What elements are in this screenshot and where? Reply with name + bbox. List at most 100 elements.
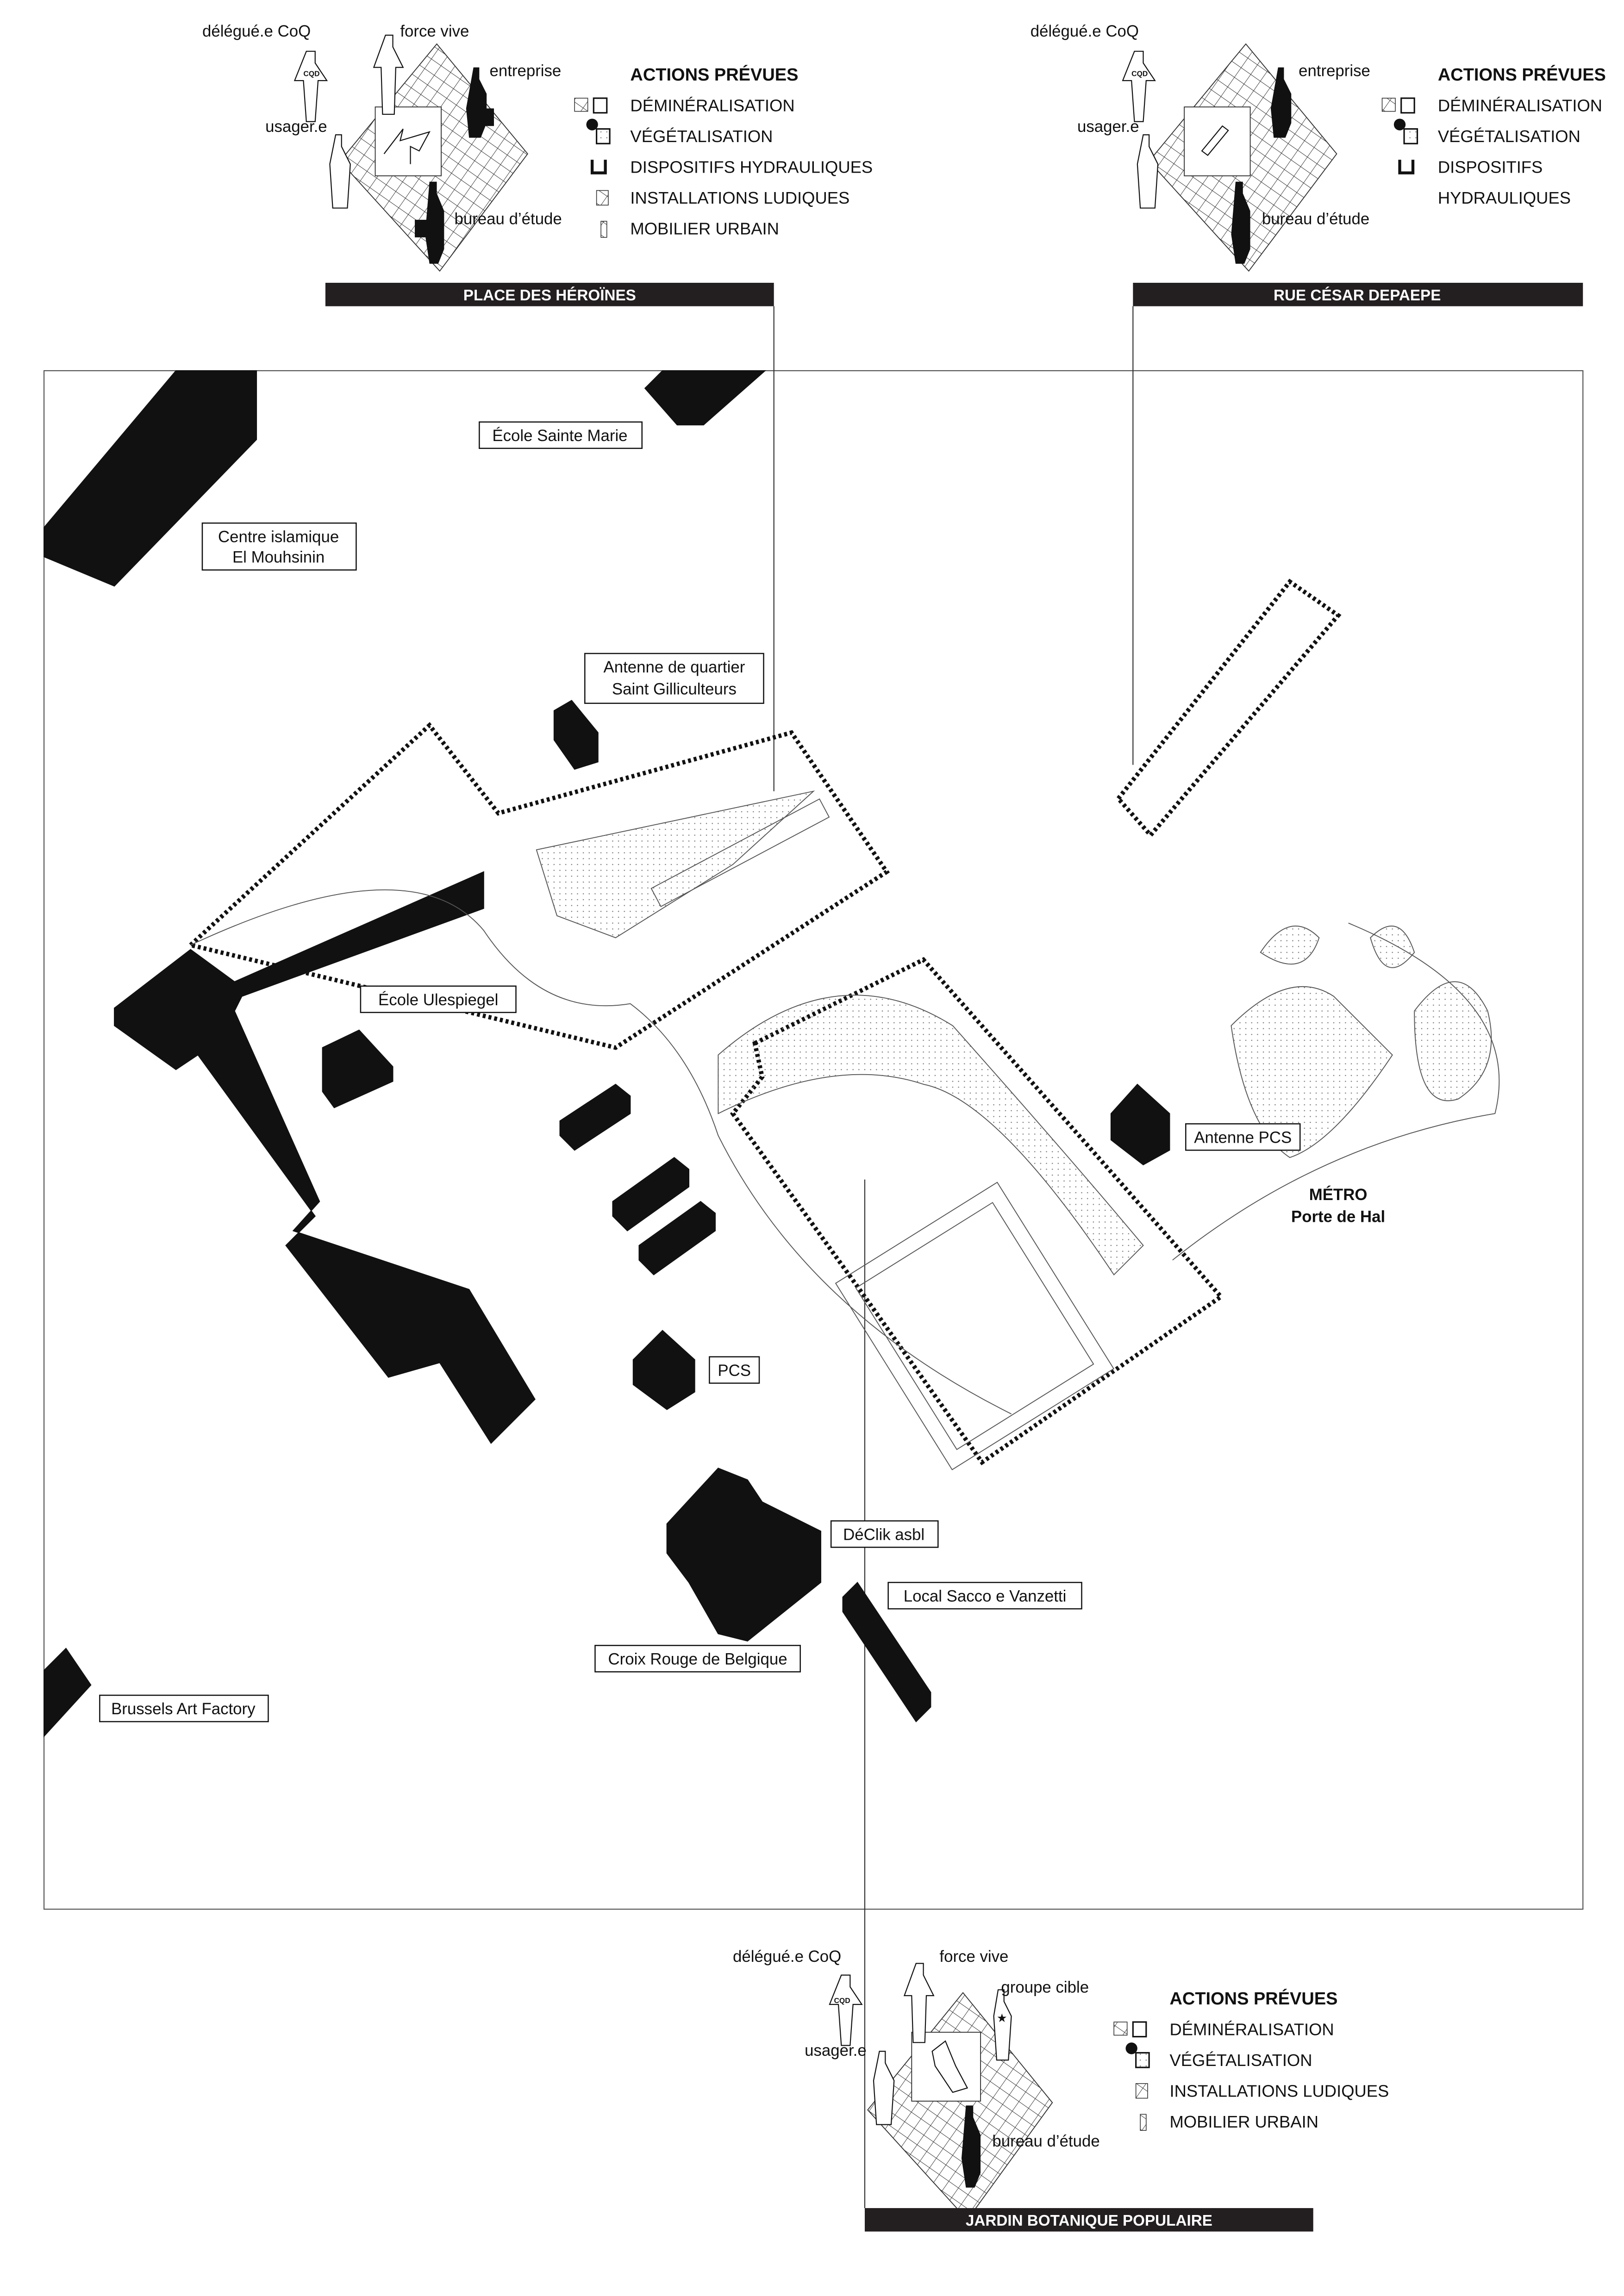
delegue-figure-icon	[294, 50, 328, 122]
svg-text:CQD: CQD	[834, 1997, 850, 2005]
sports-field	[855, 1202, 1094, 1450]
site-outline-icon	[1201, 125, 1229, 156]
label-antenne-pcs: Antenne PCS	[1194, 1128, 1292, 1146]
demineralisation-square-icon	[593, 97, 608, 114]
groupe-cible-figure-icon	[993, 1989, 1012, 2061]
legend-title: ACTIONS PRÉVUES	[630, 64, 798, 85]
label-antenne-quartier: Antenne de quartier	[603, 658, 745, 676]
label-ecole-ulespiegel: École Ulespiegel	[378, 991, 498, 1009]
usager-figure-icon	[873, 2051, 895, 2125]
entreprise-figure-icon	[1270, 67, 1292, 138]
actor-label: force vive	[939, 1948, 1008, 1966]
legend-item: VÉGÉTALISATION	[1438, 127, 1580, 146]
usager-figure-icon	[1137, 134, 1159, 209]
actor-label: usager.e	[805, 2041, 867, 2060]
building-centre-islamique	[44, 370, 257, 587]
demineralisation-icon	[574, 98, 588, 112]
svg-text:CQD: CQD	[303, 70, 319, 78]
isometric-grid-block	[867, 1992, 1053, 2221]
perimeter-place-des-heroines	[186, 722, 890, 1050]
vegetalisation-icon	[1393, 118, 1406, 131]
actor-figures: CQD	[294, 34, 494, 264]
panel-place-des-heroines: CQD délégué.e CoQ force vive entreprise …	[202, 22, 873, 306]
panel-jardin-botanique: CQD ★ délégué.e CoQ force vive groupe ci…	[733, 1948, 1389, 2232]
perimeter-rue-cesar-depaepe	[1115, 579, 1342, 839]
legend-item: DÉMINÉRALISATION	[630, 96, 794, 115]
legend-title: ACTIONS PRÉVUES	[1438, 64, 1606, 85]
legend-item: DISPOSITIFS HYDRAULIQUES	[630, 158, 873, 177]
legend-item: DÉMINÉRALISATION	[1169, 2020, 1334, 2039]
legend: ACTIONS PRÉVUES DÉMINÉRALISATION VÉGÉTAL…	[1113, 1988, 1389, 2131]
label-metro: MÉTRO	[1309, 1185, 1368, 1204]
paths	[190, 798, 1500, 1470]
label-metro: Porte de Hal	[1291, 1207, 1385, 1226]
actor-label: groupe cible	[1001, 1979, 1089, 1997]
vegetalisation-icon	[1125, 2042, 1137, 2054]
legend-item: INSTALLATIONS LUDIQUES	[1169, 2081, 1389, 2100]
demineralisation-icon	[1381, 98, 1396, 112]
label-centre-islamique: Centre islamique	[218, 528, 339, 546]
svg-text:CQD: CQD	[1131, 70, 1148, 78]
label-pcs: PCS	[718, 1362, 751, 1380]
label-declik: DéClik asbl	[843, 1525, 924, 1543]
actor-label: entreprise	[489, 62, 561, 80]
label-ecole-sainte-marie: École Sainte Marie	[492, 427, 627, 445]
ludique-icon	[1135, 2083, 1148, 2099]
force-vive-figure-icon	[903, 1963, 935, 2043]
actor-label: bureau d’étude	[1262, 210, 1369, 228]
label-croix-rouge: Croix Rouge de Belgique	[608, 1650, 787, 1668]
legend: ACTIONS PRÉVUES DÉMINÉRALISATION VÉGÉTAL…	[574, 64, 873, 238]
legend-item: INSTALLATIONS LUDIQUES	[630, 188, 849, 207]
title-bar	[325, 283, 774, 306]
label-sacco-vanzetti: Local Sacco e Vanzetti	[904, 1587, 1067, 1605]
panel-title: JARDIN BOTANIQUE POPULAIRE	[966, 2212, 1212, 2229]
perimeter-jardin-botanique	[730, 957, 1224, 1466]
title-bar	[1133, 283, 1583, 306]
star-icon: ★	[997, 2012, 1007, 2025]
map-labels: École Sainte Marie Centre islamique El M…	[99, 421, 1385, 1723]
actor-label: bureau d’étude	[455, 210, 562, 228]
legend-item: VÉGÉTALISATION	[1169, 2051, 1312, 2070]
label-brussels-art-factory: Brussels Art Factory	[111, 1700, 256, 1718]
bureau-etude-figure-icon	[425, 181, 444, 264]
site-map: École Sainte Marie Centre islamique El M…	[43, 306, 1584, 2209]
legend-item: HYDRAULIQUES	[1438, 188, 1571, 207]
panel-title: RUE CÉSAR DEPAEPE	[1274, 286, 1441, 304]
legend-item: MOBILIER URBAIN	[630, 219, 779, 238]
actor-label: délégué.e CoQ	[202, 22, 311, 40]
legend-item: DISPOSITIFS	[1438, 158, 1543, 177]
building-croix-rouge	[666, 1468, 821, 1642]
legend-item: MOBILIER URBAIN	[1169, 2112, 1318, 2131]
building-ecole-sainte-marie	[644, 370, 767, 426]
label-antenne-quartier: Saint Gilliculteurs	[612, 680, 737, 698]
site-outline-icon	[383, 128, 431, 164]
legend: ACTIONS PRÉVUES DÉMINÉRALISATION VÉGÉTAL…	[1381, 64, 1606, 207]
actor-label: délégué.e CoQ	[1031, 22, 1139, 40]
hydraulique-icon	[590, 160, 607, 174]
panel-rue-cesar-depaepe: CQD délégué.e CoQ entreprise usager.e bu…	[1031, 22, 1606, 306]
bureau-etude-figure-icon	[961, 2105, 981, 2188]
map-frame	[43, 370, 1584, 1910]
building-ecole-ulespiegel	[114, 871, 536, 1444]
site-outline-icon	[931, 2040, 968, 2093]
legend-item: VÉGÉTALISATION	[630, 127, 773, 146]
legend-title: ACTIONS PRÉVUES	[1169, 1988, 1337, 2009]
entreprise-figure-icon	[466, 67, 487, 138]
buildings	[44, 370, 1170, 1738]
delegue-figure-icon	[829, 1974, 863, 2046]
mobilier-icon	[1140, 2114, 1147, 2131]
actor-label: entreprise	[1299, 62, 1370, 80]
demineralisation-icon	[1113, 2022, 1128, 2036]
delegue-figure-icon	[1122, 50, 1156, 122]
actor-label: usager.e	[265, 118, 327, 136]
actor-label: délégué.e CoQ	[733, 1948, 841, 1966]
force-vive-figure-icon	[373, 34, 404, 115]
green-areas	[536, 790, 1492, 1276]
hydraulique-icon	[1398, 160, 1415, 174]
project-perimeters	[186, 579, 1342, 1466]
legend-item: DÉMINÉRALISATION	[1438, 96, 1602, 115]
panel-title: PLACE DES HÉROÏNES	[463, 286, 636, 304]
actor-label: usager.e	[1077, 118, 1139, 136]
